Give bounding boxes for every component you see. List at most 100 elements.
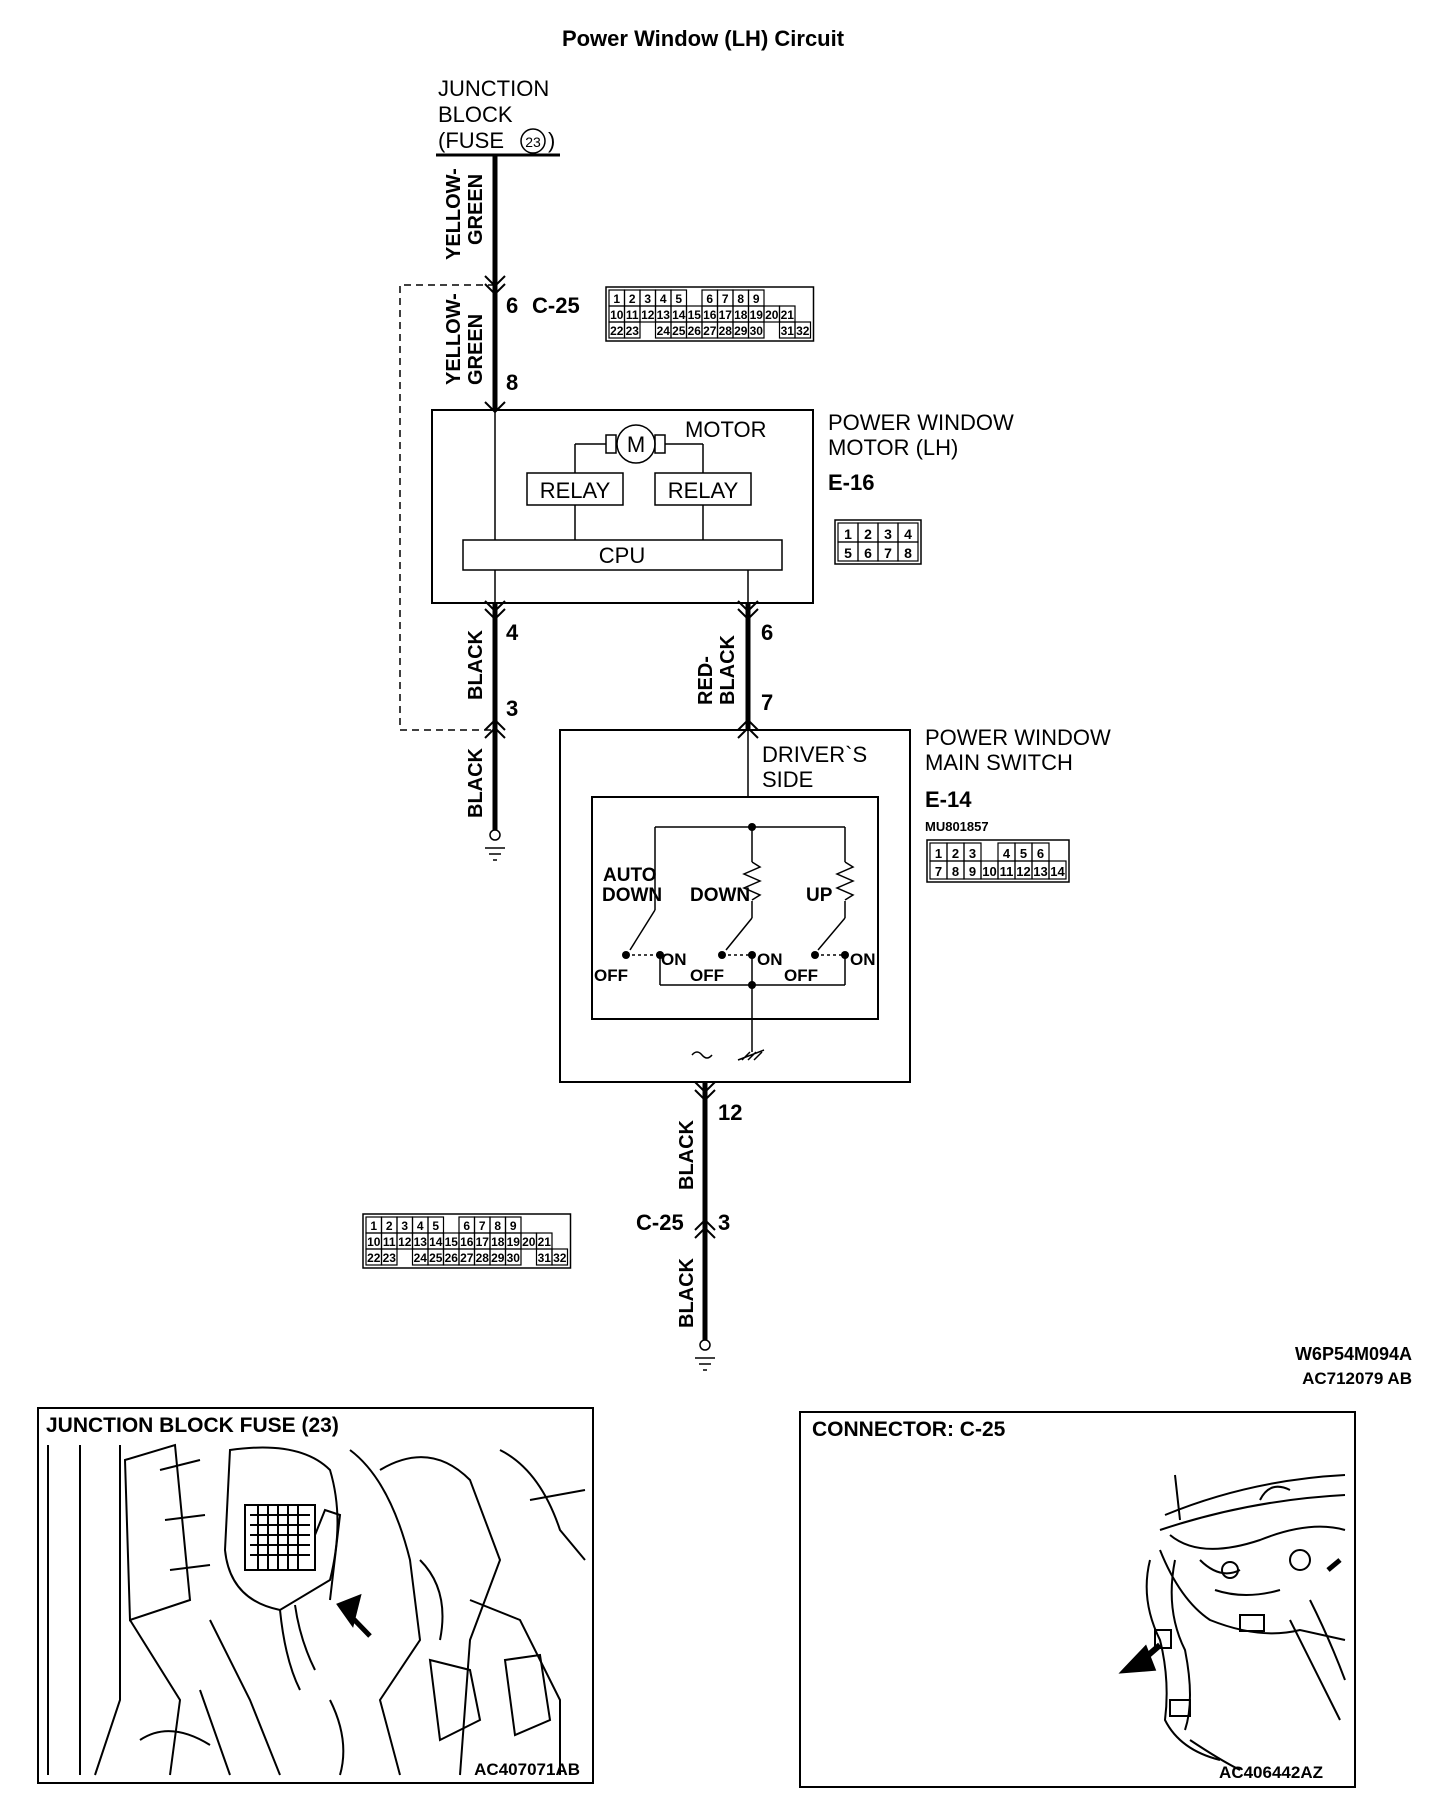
auto-down-switch-arm (629, 909, 656, 951)
c25-top-pin-number: 15 (688, 308, 702, 322)
e16-pin-number: 6 (864, 545, 872, 561)
c25-top-pin-cell (747, 321, 765, 339)
c25-top-pin-number: 7 (722, 292, 729, 306)
e14-pin-number: 4 (1003, 846, 1011, 861)
e14-pin-number: 5 (1020, 846, 1027, 861)
c25-bottom-pin-number: 22 (367, 1251, 381, 1265)
e16-pin-cell (897, 541, 919, 562)
c25-bottom-pin-number: 6 (463, 1219, 470, 1233)
wire-label-red-black-b: BLACK (717, 634, 739, 705)
c25-bottom-pin-number: 11 (383, 1235, 396, 1249)
c25-top-pin-number: 24 (657, 324, 671, 338)
diagram-code: W6P54M094A (1295, 1344, 1412, 1364)
off-label-2: OFF (690, 966, 724, 985)
c25-bottom-pin-cell (380, 1248, 398, 1266)
wire-label-black-4: BLACK (676, 1257, 698, 1328)
e16-pin-number: 3 (884, 526, 892, 542)
vehicle-dash-illustration-left (47, 1443, 586, 1776)
c25-top-pin-number: 5 (675, 292, 682, 306)
c25-top-pin-number: 28 (719, 324, 733, 338)
c25-bottom-pin-number: 12 (398, 1235, 412, 1249)
junction-block-label: JUNCTION BLOCK (FUSE 23 ) (436, 76, 560, 157)
e14-pin-number: 13 (1033, 864, 1047, 879)
off-label-1: OFF (594, 966, 628, 985)
c25-bottom-pin-cell (551, 1248, 569, 1266)
switch-tilde-mark (691, 1051, 713, 1059)
junction-block-line3: (FUSE (438, 128, 504, 153)
c25-bottom-pin-number: 24 (414, 1251, 428, 1265)
e14-pin-number: 12 (1016, 864, 1030, 879)
c25-bottom-pin-number: 31 (538, 1251, 552, 1265)
c25-top-pin-number: 1 (613, 292, 620, 306)
mark-pin6 (737, 600, 759, 621)
c25-bottom-pin-number: 30 (507, 1251, 521, 1265)
ground-node-1 (489, 829, 501, 841)
switch-name-line2: MAIN SWITCH (925, 750, 1073, 775)
pin-switch-12: 12 (718, 1100, 742, 1125)
c25-top-pin-number: 20 (765, 308, 779, 322)
c25-top-pin-number: 17 (719, 308, 733, 322)
pin-c25-3: 3 (718, 1210, 730, 1235)
e14-pin-number: 1 (935, 846, 942, 861)
e14-pin-number: 9 (969, 864, 976, 879)
c25-top-pin-number: 12 (641, 308, 655, 322)
c25-bottom-pin-number: 15 (445, 1235, 459, 1249)
on-label-2: ON (757, 950, 783, 969)
c25-bottom-pin-number: 19 (507, 1235, 521, 1249)
c25-bottom-pin-number: 21 (538, 1235, 552, 1249)
c25-bottom-pin-number: 20 (522, 1235, 536, 1249)
pin-switch-7: 7 (761, 690, 773, 715)
c25-bottom-pin-number: 26 (445, 1251, 459, 1265)
cpu-label: CPU (599, 543, 645, 568)
c25-top-pin-cell (623, 321, 641, 339)
mark-pin7 (737, 718, 759, 739)
location-arrow-icon-left (336, 1593, 372, 1638)
c25-top-pin-number: 13 (657, 308, 671, 322)
e16-pin-number: 4 (904, 526, 912, 542)
connector-label-c25-bottom: C-25 (636, 1210, 684, 1235)
junction-block-line1: JUNCTION (438, 76, 549, 101)
relay-2-label: RELAY (668, 478, 739, 503)
down-switch-arm (725, 917, 753, 951)
motor-name-line2: MOTOR (LH) (828, 435, 958, 460)
junction-block-line2: BLOCK (438, 102, 513, 127)
c25-top-pin-number: 23 (626, 324, 640, 338)
wire-label-yellow-green-1a: YELLOW- (443, 168, 465, 260)
c25-top-pin-number: 30 (750, 324, 764, 338)
c25-top-pin-number: 2 (629, 292, 636, 306)
pin-motor-8: 8 (506, 370, 518, 395)
junction-fuse-panel-title: JUNCTION BLOCK FUSE (23) (46, 1414, 339, 1437)
e16-pin-number: 8 (904, 545, 912, 561)
connector-mark-c25-top (484, 275, 506, 296)
c25-top-pin-number: 25 (672, 324, 686, 338)
pin-motor-4: 4 (506, 620, 519, 645)
cpu-block (462, 539, 783, 571)
auto-down-label-1: AUTO (603, 865, 656, 886)
c25-bottom-pin-number: 10 (367, 1235, 381, 1249)
c25-bottom-pin-number: 7 (479, 1219, 486, 1233)
wire-label-yellow-green-2b: GREEN (465, 314, 487, 385)
c25-top-pin-number: 18 (734, 308, 748, 322)
auto-down-label-2: DOWN (602, 885, 662, 906)
connector-label-c25-top: C-25 (532, 293, 580, 318)
drivers-side-line2: SIDE (762, 767, 813, 792)
switch-connector-e14: E-14 (925, 787, 972, 812)
power-window-motor-box (431, 409, 814, 604)
c25-bottom-pin-number: 28 (476, 1251, 490, 1265)
e14-pin-number: 3 (969, 846, 976, 861)
shield-dashed-line (399, 284, 495, 731)
c25-top-pin-number: 16 (703, 308, 717, 322)
wire-label-black-1: BLACK (465, 629, 487, 700)
c25-bottom-pin-number: 8 (494, 1219, 501, 1233)
c25-top-pin-number: 14 (672, 308, 686, 322)
c25-top-pin-number: 31 (781, 324, 795, 338)
e14-pin-number: 6 (1037, 846, 1044, 861)
pin-c25-6: 6 (506, 293, 518, 318)
e14-pin-cell (1048, 860, 1067, 880)
pin-switch-3: 3 (506, 696, 518, 721)
power-window-main-switch-box (559, 729, 911, 1083)
